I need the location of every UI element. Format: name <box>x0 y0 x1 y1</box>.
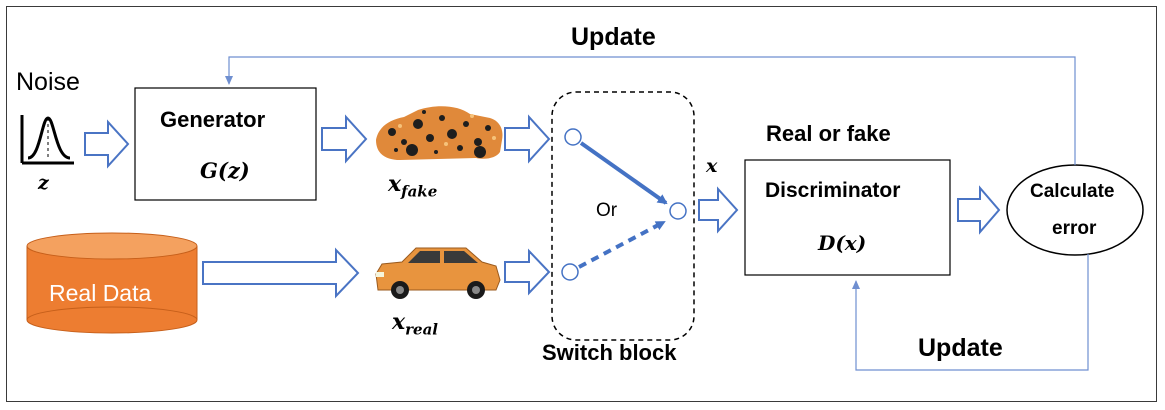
discriminator-to-error-arrow <box>957 185 1001 235</box>
switch-output-node <box>669 202 687 220</box>
discriminator-label: Discriminator <box>765 179 901 202</box>
fake-car-image <box>376 106 503 160</box>
x-real-label: xreal <box>392 309 438 339</box>
real-or-fake-label: Real or fake <box>766 121 891 146</box>
calculate-error-node <box>1006 164 1144 256</box>
generator-function-label: G(z) <box>200 158 250 183</box>
gaussian-curve-icon <box>20 115 74 165</box>
generator-to-fake-arrow <box>321 114 368 164</box>
noise-label: Noise <box>16 68 80 96</box>
switch-block-label: Switch block <box>542 340 677 365</box>
generator-box <box>134 87 317 201</box>
update-generator-feedback-line <box>225 56 1076 165</box>
real-car-image <box>375 247 501 299</box>
fake-to-switch-arrow <box>504 114 551 164</box>
x-fake-label: xfake <box>388 171 438 201</box>
discriminator-box <box>744 159 951 276</box>
real-data-cylinder <box>26 232 198 334</box>
switch-real-arrow <box>578 220 666 269</box>
real-data-label: Real Data <box>49 280 152 306</box>
realdata-to-real-arrow <box>202 247 360 299</box>
switch-input-fake-node <box>564 128 582 146</box>
noise-to-generator-arrow <box>84 119 130 169</box>
update-bottom-label: Update <box>918 334 1003 362</box>
switch-to-discriminator-arrow <box>698 186 739 234</box>
switch-block-frame <box>551 91 695 341</box>
calculate-label: Calculate <box>1030 181 1115 202</box>
switch-input-real-node <box>561 263 579 281</box>
x-input-label: x <box>706 155 718 177</box>
generator-label: Generator <box>160 107 266 132</box>
update-top-label: Update <box>571 23 656 51</box>
discriminator-function-label: D(x) <box>818 231 867 255</box>
error-label: error <box>1052 218 1097 239</box>
or-label: Or <box>596 200 618 221</box>
z-label: z <box>38 172 49 194</box>
diagram-frame <box>6 6 1157 402</box>
switch-fake-arrow <box>579 141 668 205</box>
real-to-switch-arrow <box>504 248 551 296</box>
update-discriminator-feedback-line <box>852 254 1089 371</box>
